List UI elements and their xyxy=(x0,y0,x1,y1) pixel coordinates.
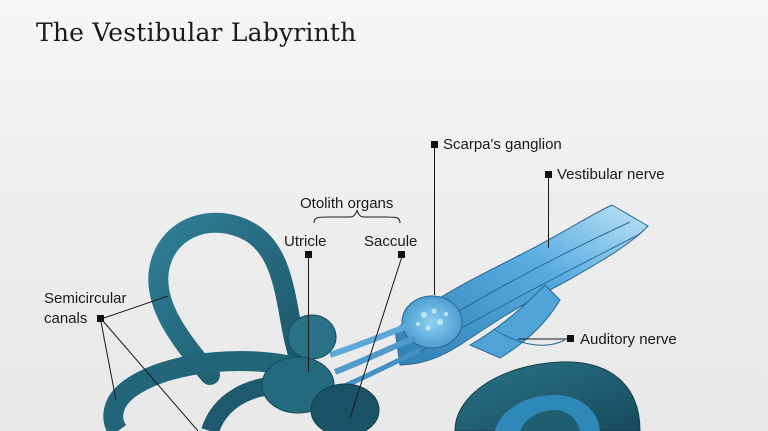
semicircular-leader-2 xyxy=(100,321,117,401)
label-scarpas-ganglion: Scarpa's ganglion xyxy=(443,136,562,153)
utricle-marker xyxy=(305,251,312,258)
cochlea-shape xyxy=(454,361,641,431)
saccule-marker xyxy=(398,251,405,258)
scarpas-ganglion-shape xyxy=(401,295,463,349)
label-otolith-organs: Otolith organs xyxy=(300,195,393,212)
label-utricle: Utricle xyxy=(284,233,327,250)
semicircular-leader-1 xyxy=(103,295,169,319)
auditory-nerve-shape xyxy=(468,284,566,359)
semicircular-leader-3 xyxy=(102,320,199,431)
auditory-nerve-marker xyxy=(567,335,574,342)
label-vestibular-nerve: Vestibular nerve xyxy=(557,166,665,183)
label-canals: canals xyxy=(44,310,87,327)
scarpa-marker xyxy=(431,141,438,148)
otolith-brace xyxy=(313,209,401,224)
semicircular-marker xyxy=(97,315,104,322)
saccule-leader xyxy=(349,257,402,419)
vestibular-nerve-marker xyxy=(545,171,552,178)
label-saccule: Saccule xyxy=(364,233,417,250)
label-auditory-nerve: Auditory nerve xyxy=(580,331,677,348)
page-title: The Vestibular Labyrinth xyxy=(36,18,357,47)
label-semicircular: Semicircular xyxy=(44,290,127,307)
otolith-organs-shape xyxy=(261,314,380,431)
